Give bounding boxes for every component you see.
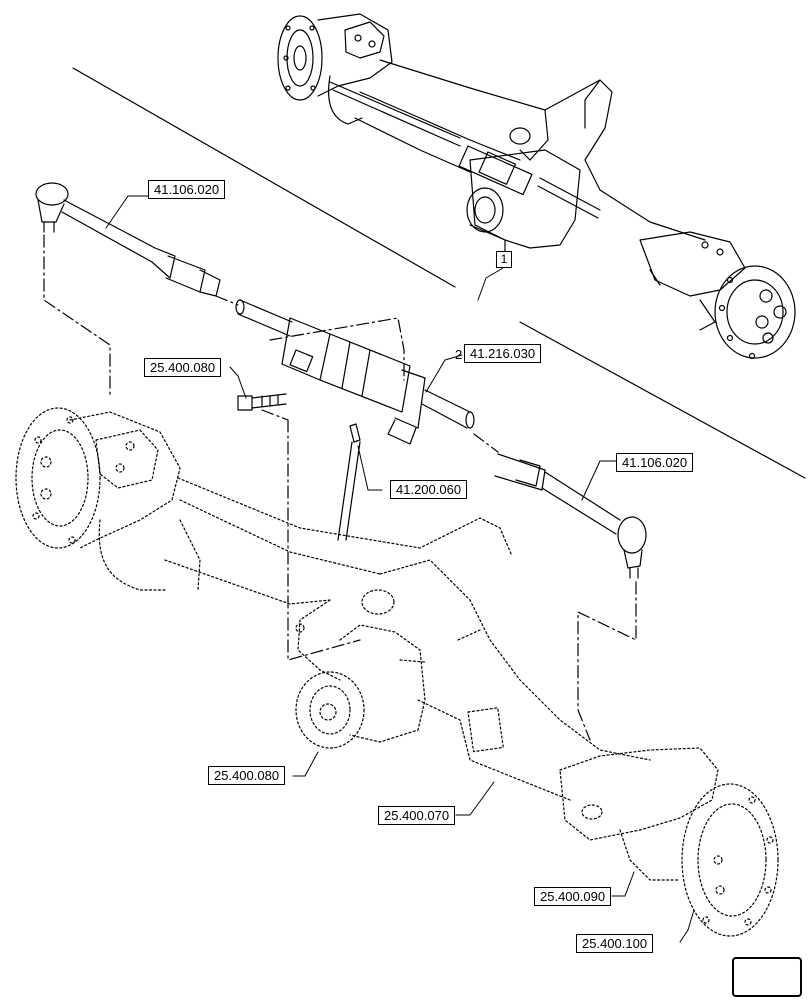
callout-final-drive[interactable]: 25.400.100 <box>576 934 654 953</box>
callout-tie-rod-left[interactable]: 41.106.020 <box>148 180 226 199</box>
callout-axle-center-housing[interactable]: 25.400.080 <box>208 766 286 785</box>
separator-line <box>72 67 806 479</box>
callout-hub[interactable]: 25.400.090 <box>534 887 612 906</box>
tie-rod-left-dashdot <box>43 234 239 399</box>
tie-rod-left <box>35 182 221 297</box>
callout-tie-rod-right[interactable]: 41.106.020 <box>616 453 694 472</box>
callout-steering-cylinder[interactable]: 41.216.030 <box>464 344 542 363</box>
cylinder-dashdot-box <box>261 317 405 661</box>
tie-rod-right-dashdot <box>473 433 637 741</box>
hydraulic-hose <box>337 423 361 541</box>
cylinder-item-number: 2 <box>455 347 463 362</box>
main-axle-housing <box>15 407 779 937</box>
steering-cylinder <box>235 299 475 445</box>
tie-rod-right <box>494 453 647 579</box>
callout-hydraulic-hose[interactable]: 41.200.060 <box>390 480 468 499</box>
overview-axle <box>277 13 796 360</box>
overview-item-number[interactable]: 1 <box>496 251 512 268</box>
callout-axle-housing[interactable]: 25.400.070 <box>378 806 456 825</box>
callout-bolt[interactable]: 25.400.080 <box>144 358 222 377</box>
next-page-button[interactable] <box>732 957 802 997</box>
leader-lines <box>105 195 695 943</box>
